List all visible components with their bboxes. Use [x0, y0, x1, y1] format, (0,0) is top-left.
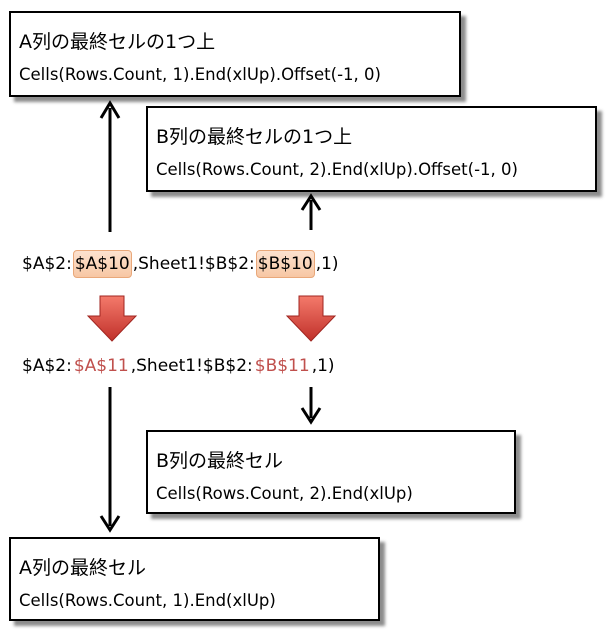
formula-part: ,1): [315, 254, 339, 274]
box-a-last: A列の最終セル Cells(Rows.Count, 1).End(xlUp): [9, 537, 380, 621]
box-code: Cells(Rows.Count, 1).End(xlUp).Offset(-1…: [19, 65, 381, 84]
formula-part: ,Sheet1!$B$2:: [130, 356, 253, 376]
red-down-arrow-a: [86, 295, 138, 342]
formula-part: ,1): [311, 356, 335, 376]
formula-part: $A$2:: [22, 356, 72, 376]
formula-part: ,Sheet1!$B$2:: [132, 254, 255, 274]
box-code: Cells(Rows.Count, 2).End(xlUp): [156, 484, 413, 503]
box-title: A列の最終セル: [19, 557, 146, 579]
formula-before: $A$2: $A$10 ,Sheet1!$B$2: $B$10 ,1): [22, 250, 339, 278]
box-title: B列の最終セルの1つ上: [156, 126, 353, 148]
formula-part: $A$2:: [22, 254, 72, 274]
changed-ref-a: $A$11: [73, 356, 129, 376]
box-b-last-offset: B列の最終セルの1つ上 Cells(Rows.Count, 2).End(xlU…: [146, 106, 597, 192]
box-code: Cells(Rows.Count, 1).End(xlUp): [19, 591, 276, 610]
box-title: A列の最終セルの1つ上: [19, 31, 216, 53]
arrow-down-to-a-last: [99, 387, 121, 533]
formula-after: $A$2: $A$11 ,Sheet1!$B$2: $B$11 ,1): [22, 356, 335, 376]
red-down-arrow-b: [285, 295, 337, 342]
changed-ref-b: $B$11: [254, 356, 310, 376]
arrow-down-to-b-last: [300, 387, 322, 425]
box-title: B列の最終セル: [156, 450, 284, 472]
arrow-up-to-b-offset: [300, 193, 322, 230]
box-code: Cells(Rows.Count, 2).End(xlUp).Offset(-1…: [156, 160, 518, 179]
box-b-last: B列の最終セル Cells(Rows.Count, 2).End(xlUp): [146, 430, 516, 514]
highlighted-ref-b: $B$10: [255, 250, 315, 278]
arrow-up-to-a-offset: [99, 100, 121, 232]
highlighted-ref-a: $A$10: [72, 250, 132, 278]
box-a-last-offset: A列の最終セルの1つ上 Cells(Rows.Count, 1).End(xlU…: [9, 11, 461, 97]
